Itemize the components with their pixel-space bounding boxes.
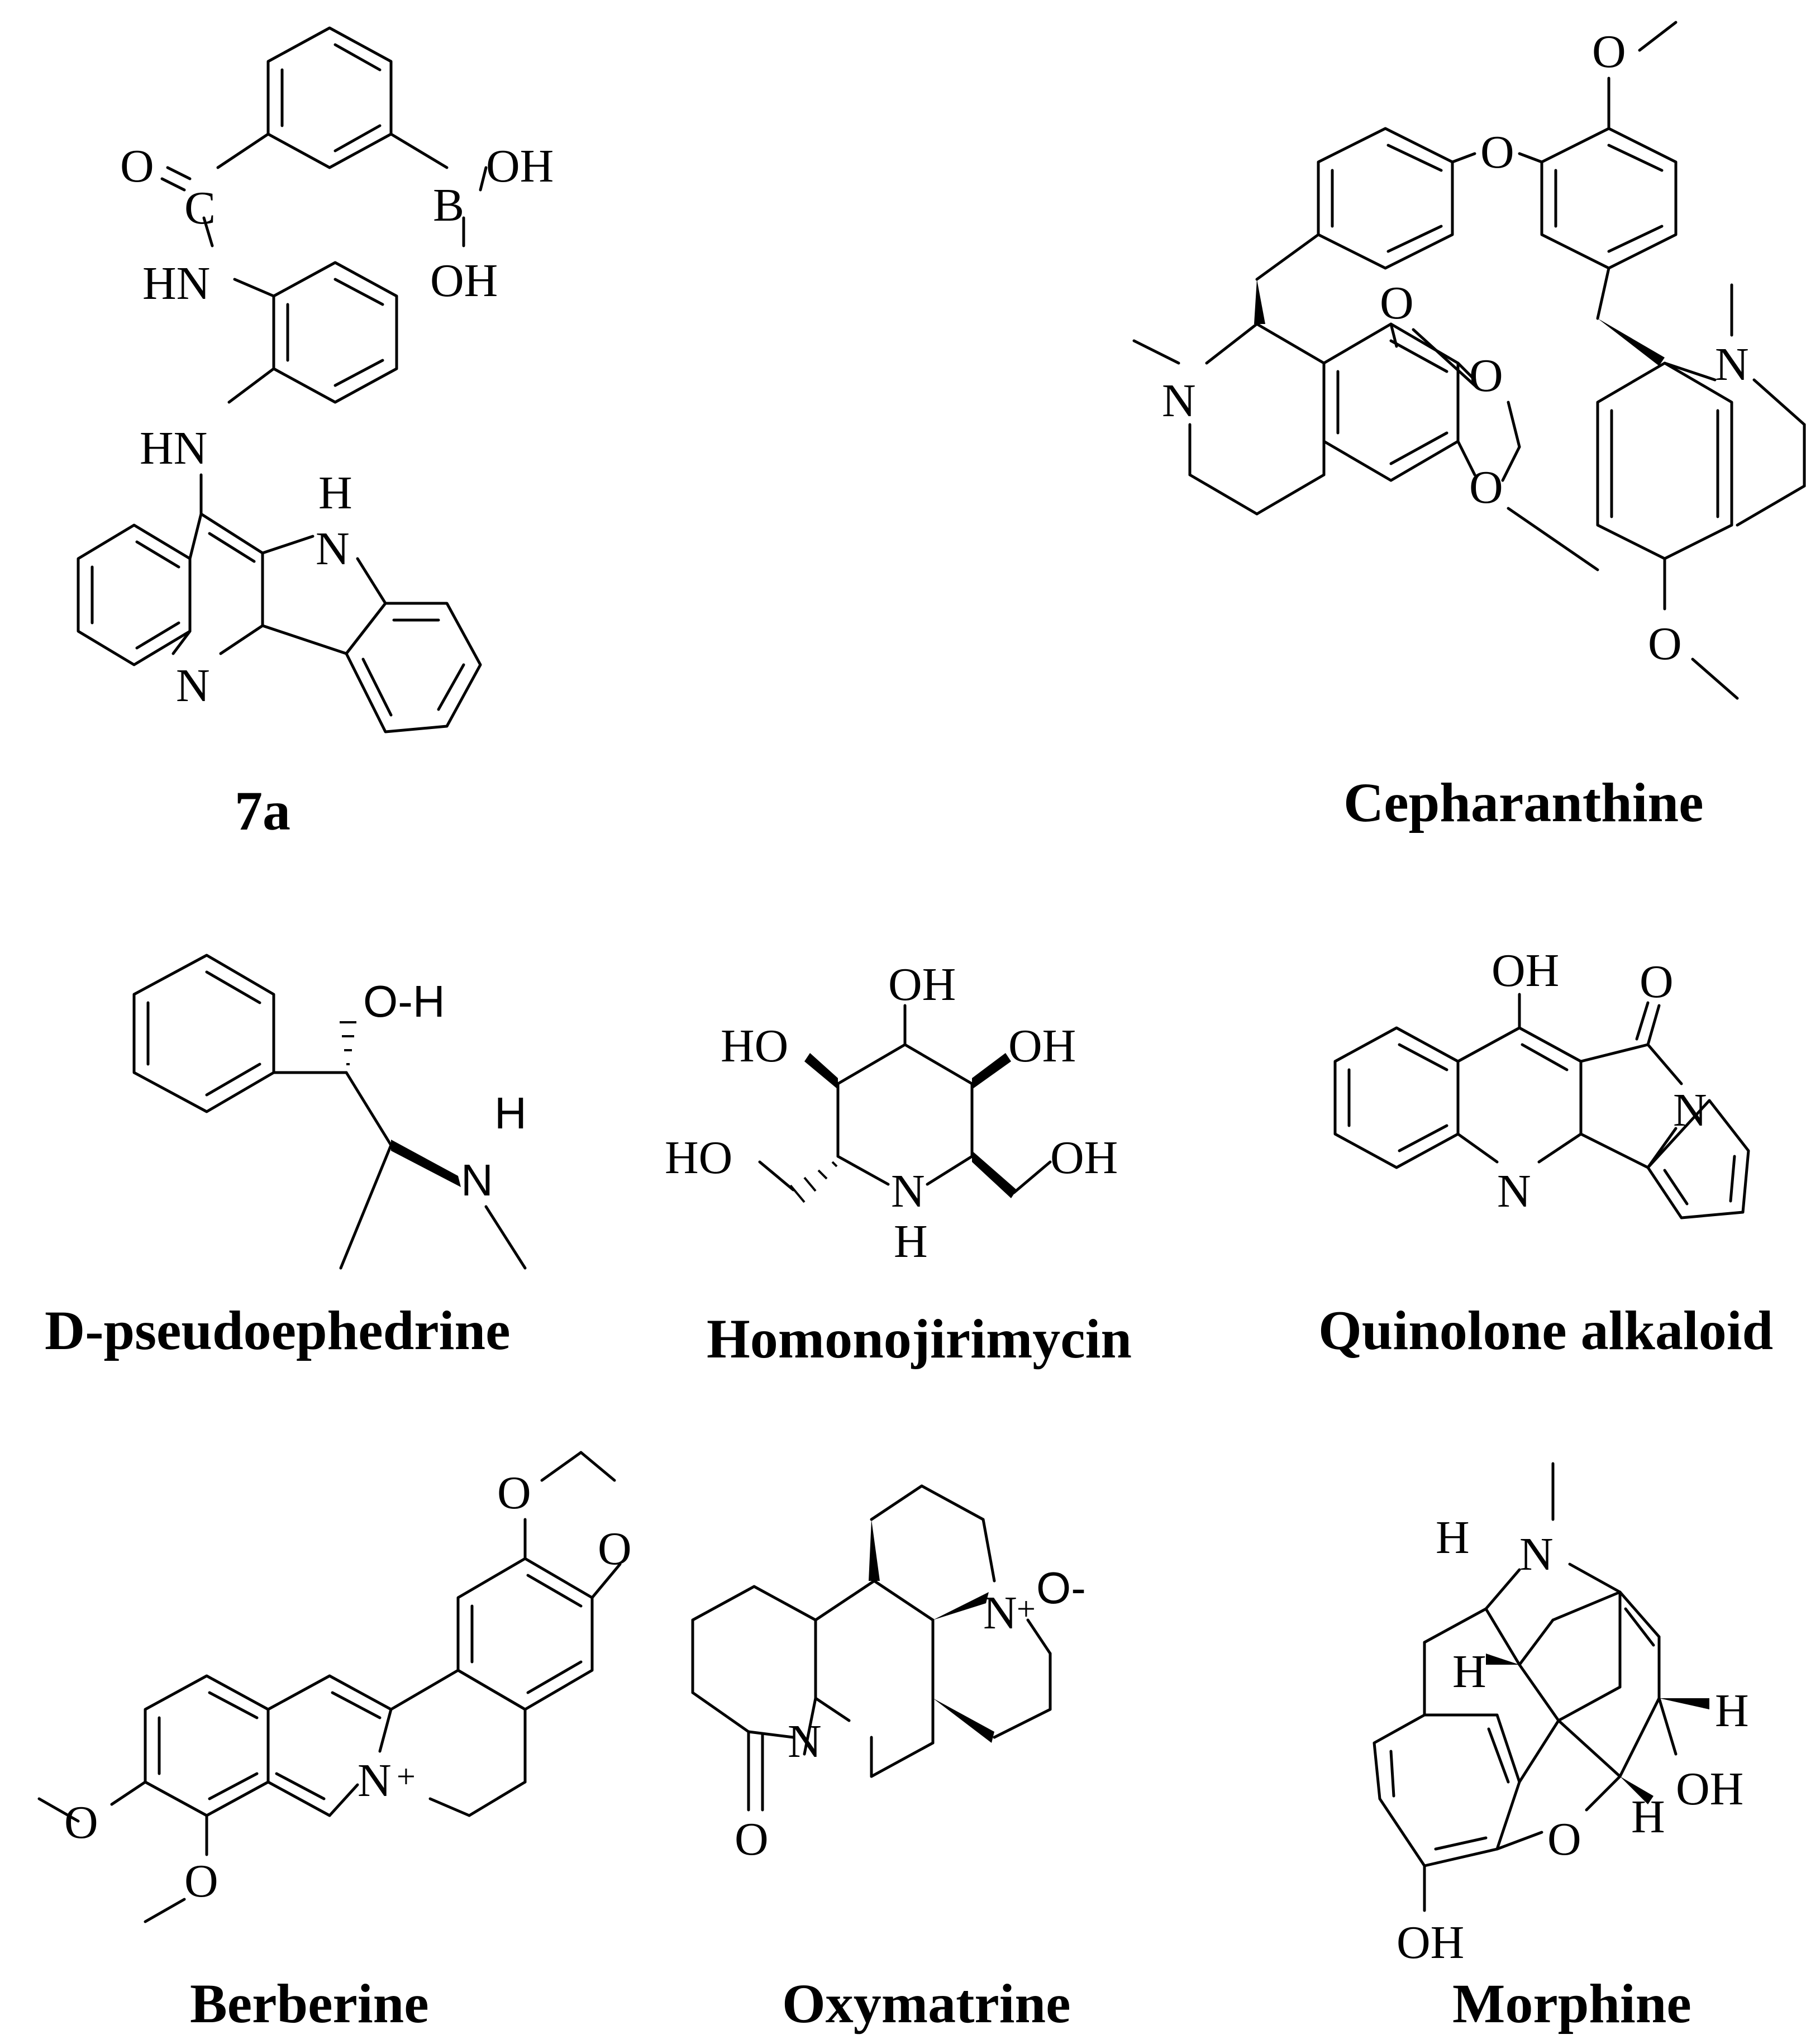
atom-o-methoxy-2: O [184, 1855, 218, 1907]
atom-o-methoxy-1: O [64, 1797, 98, 1848]
compound-oxymatrine: N + O- N O Oxymatrine [691, 1484, 1086, 2035]
compound-7a: O C B OH OH HN HN H N N 7a [77, 26, 554, 842]
atom-n-amide: N [788, 1716, 822, 1767]
atom-n-quinoline: N [1497, 1165, 1531, 1217]
label-oxymatrine: Oxymatrine [782, 1972, 1071, 2035]
atom-n: N [358, 1755, 392, 1807]
atom-o: O [735, 1813, 769, 1865]
atom-oh-bottom: OH [1397, 1917, 1464, 1969]
atom-o: O [1547, 1813, 1581, 1865]
compound-cepharanthine: O O O O O N N O Cepharanthine [1132, 21, 1806, 833]
compound-quinolone: OH O N N Quinolone alkaloid [1318, 945, 1773, 1361]
label-homonojirimycin: Homonojirimycin [707, 1308, 1132, 1370]
atom-oh: OH [1676, 1763, 1743, 1815]
atom-hn-1: HN [142, 258, 210, 309]
label-cepharanthine: Cepharanthine [1343, 771, 1704, 833]
charge-plus: + [397, 1758, 416, 1795]
atom-n-quinoline: N [176, 660, 210, 712]
compound-homonojirimycin: OH HO OH HO OH N H Homonojirimycin [665, 959, 1132, 1370]
atom-h-1: H [1436, 1512, 1470, 1564]
atom-h: H [894, 1216, 928, 1268]
atom-hn-2: HN [140, 422, 207, 474]
atom-n: N [1519, 1528, 1554, 1580]
atom-b: B [433, 179, 464, 231]
atom-o-center: O [1380, 277, 1414, 329]
atom-oh-2: OH [430, 255, 498, 307]
atom-ho-ch2: HO [665, 1132, 732, 1184]
atom-n-ring: N [1673, 1084, 1707, 1136]
atom-n-plus: N [983, 1587, 1017, 1639]
atom-n-left: N [1162, 375, 1196, 427]
compound-berberine: O O N + O O Berberine [37, 1451, 632, 2035]
atom-oh-right: OH [1008, 1020, 1076, 1072]
atom-oh-top: OH [888, 959, 956, 1011]
label-quinolone: Quinolone alkaloid [1318, 1299, 1773, 1361]
atom-n: N [891, 1165, 925, 1217]
compound-pseudoephedrine: O-H H N D-pseudoephedrine [45, 954, 527, 1361]
atom-h: H [494, 1088, 527, 1138]
atom-o-ome-top: O [1592, 26, 1626, 78]
atom-n-right: N [1715, 339, 1749, 390]
atom-o: O [1640, 956, 1674, 1008]
label-berberine: Berberine [190, 1972, 429, 2035]
atom-oh-ch2: OH [1050, 1132, 1118, 1184]
atom-oh: OH [1492, 945, 1559, 997]
atom-h-4: H [1631, 1791, 1665, 1843]
atom-o-dioxole-2: O [598, 1523, 632, 1575]
atom-o-dioxole-1: O [1469, 350, 1503, 402]
atom-o-dioxole-2: O [1469, 461, 1503, 513]
atom-n: N [461, 1155, 493, 1205]
charge-plus: + [1017, 1590, 1036, 1627]
atom-h-3: H [1715, 1685, 1749, 1737]
label-7a: 7a [235, 780, 290, 842]
atom-o-ether: O [1480, 126, 1514, 178]
atom-n-indole: N [316, 523, 350, 575]
atom-o-dioxole-1: O [497, 1467, 531, 1519]
atom-oh: O-H [363, 976, 445, 1026]
atom-ho-left: HO [721, 1020, 788, 1072]
label-morphine: Morphine [1452, 1972, 1691, 2035]
atom-o: O [120, 140, 154, 192]
atom-oh-1: OH [486, 140, 554, 192]
atom-o-ome-bottom: O [1648, 618, 1682, 670]
compound-morphine: H N H H H OH O OH Morphine [1373, 1462, 1749, 2035]
atom-h-2: H [1452, 1646, 1486, 1698]
label-pseudoephedrine: D-pseudoephedrine [45, 1299, 510, 1361]
atom-c: C [184, 182, 216, 234]
atom-h: H [318, 467, 352, 519]
atom-o-minus: O- [1036, 1563, 1086, 1613]
